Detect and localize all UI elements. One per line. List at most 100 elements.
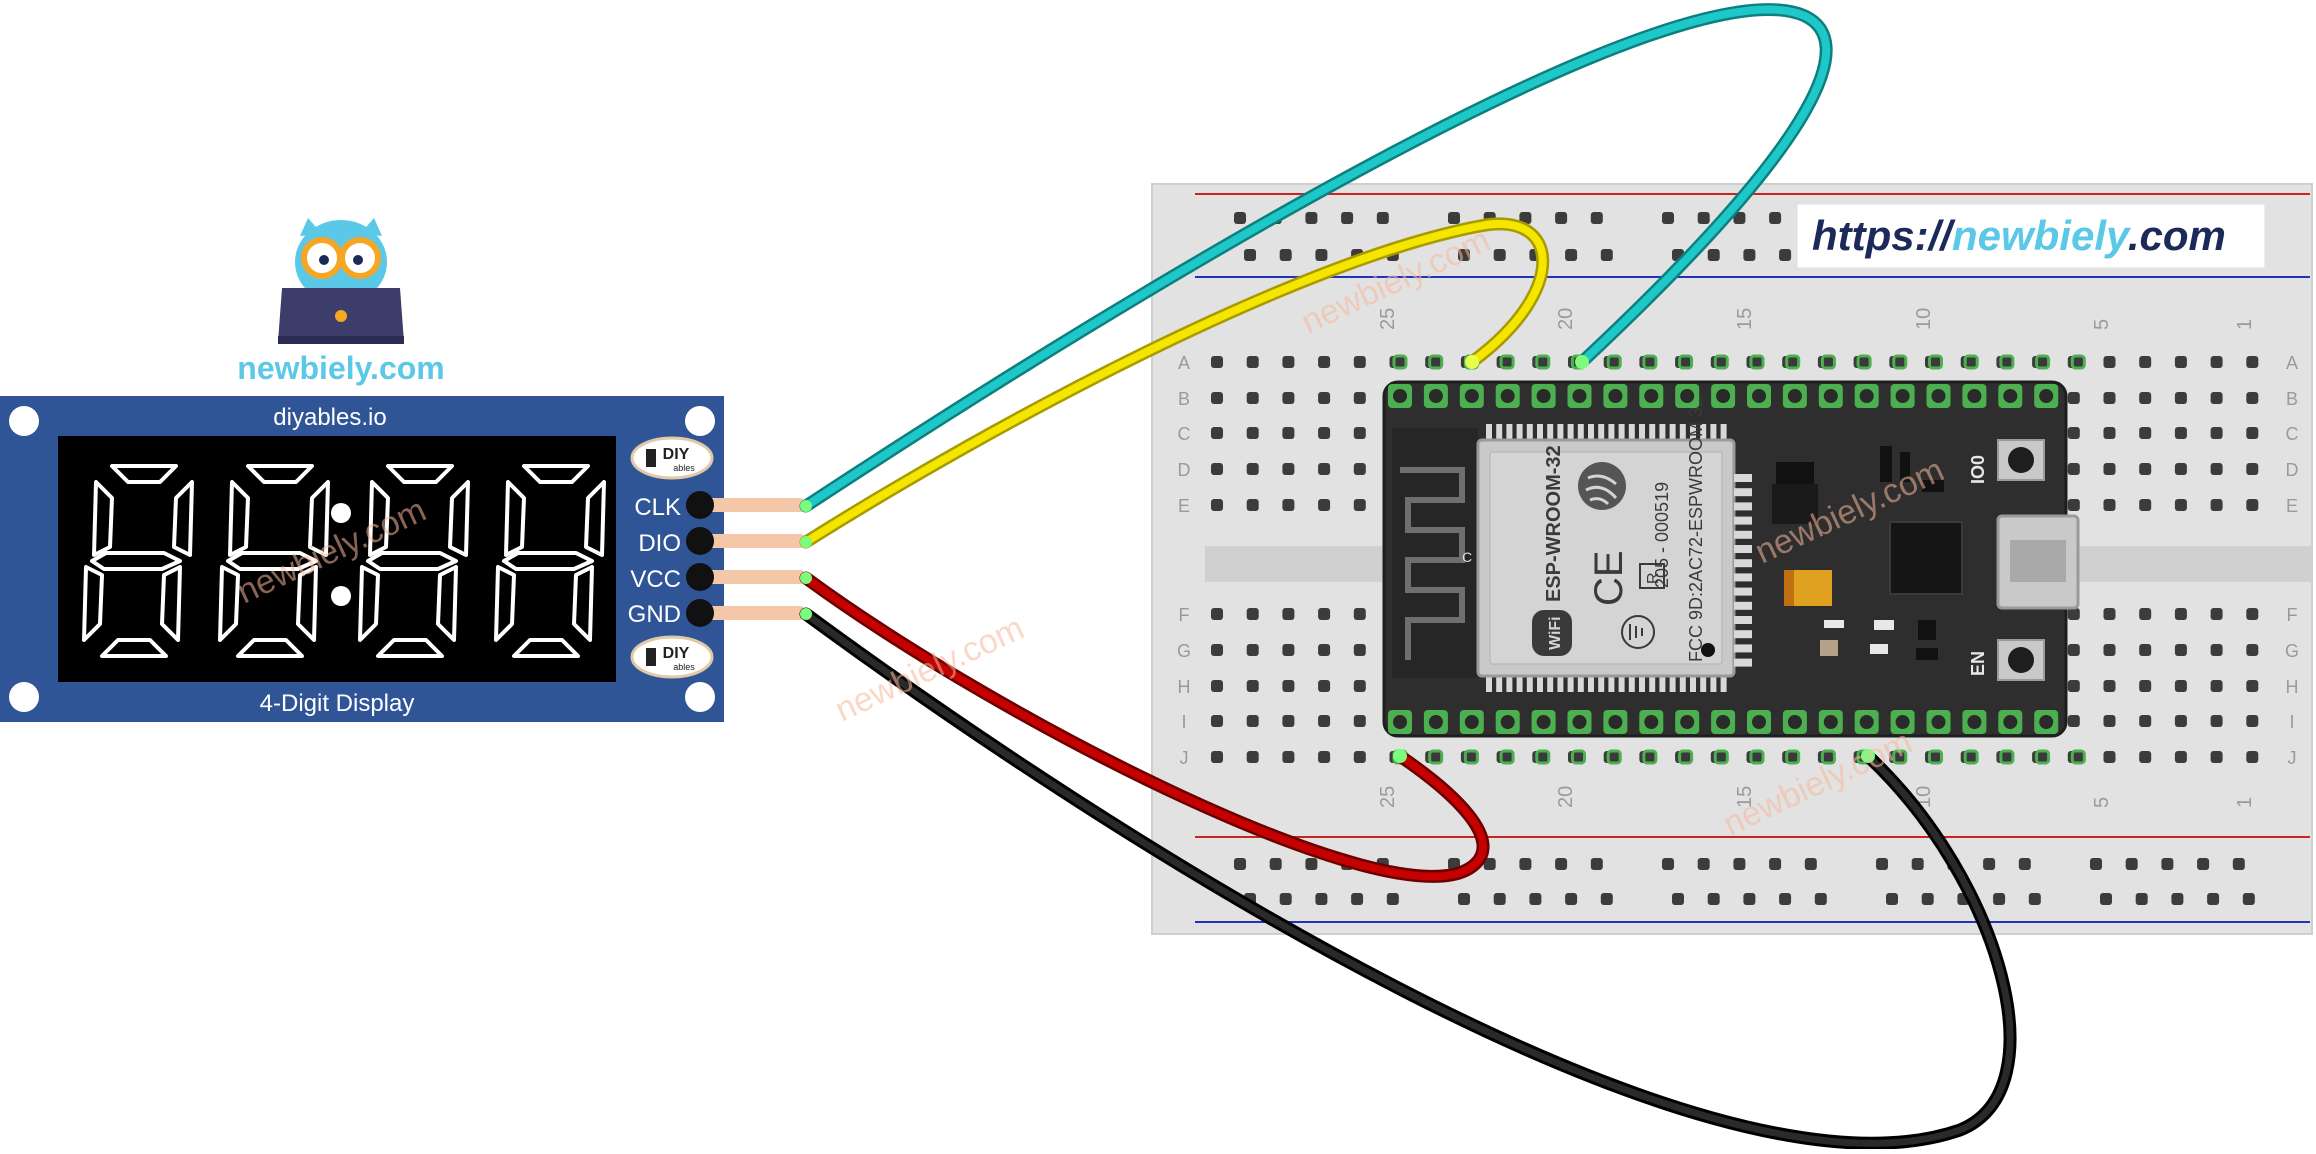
module-comb-pin [1557, 424, 1564, 440]
row-letter-right: J [2288, 748, 2297, 768]
column-number-top: 25 [1377, 308, 1399, 330]
esp32-pin-hole [1464, 389, 1479, 403]
breadboard-hole [2067, 463, 2080, 475]
rail-hole [1565, 893, 1578, 905]
module-comb-pin [1618, 676, 1625, 692]
segment-a [386, 464, 454, 484]
url-badge: https://newbiely.com [1796, 203, 2266, 269]
row-letter-left: G [1177, 641, 1191, 661]
module-comb-pin [1628, 424, 1635, 440]
svg-text:https://newbiely.com: https://newbiely.com [1812, 212, 2226, 259]
rail-hole [1279, 893, 1292, 905]
rail-hole [1600, 249, 1613, 261]
connected-hole [1999, 749, 2015, 765]
rail-hole [1279, 249, 1292, 261]
rail-hole [1315, 249, 1328, 261]
breadboard-hole [2139, 715, 2152, 727]
module-comb-pin [1659, 424, 1666, 440]
breadboard-hole [2210, 499, 2223, 511]
connected-hole [1535, 354, 1551, 370]
four-digit-display-module: diyables.io 4-Digit Display DIY ables DI… [0, 396, 806, 722]
module-side-pin [1734, 601, 1752, 610]
segment-g [226, 551, 318, 571]
module-side-pin [1734, 587, 1752, 596]
module-comb-pin [1496, 676, 1503, 692]
rail-hole [2018, 858, 2031, 870]
breadboard-hole [2067, 392, 2080, 404]
breadboard-hole [2067, 644, 2080, 656]
module-side-pin [1734, 644, 1752, 653]
segment-d [100, 638, 168, 658]
wire-dio [799, 217, 1550, 549]
mount-hole-top-left [9, 406, 39, 436]
module-comb-pin [1649, 676, 1656, 692]
row-letter-left: E [1178, 496, 1190, 516]
pin1-marker-dot [1701, 643, 1715, 657]
rail-hole [1244, 249, 1256, 261]
diyables-badge-top: DIY ables [630, 436, 714, 480]
breadboard-hole [2246, 715, 2259, 727]
usb-uart-chip [1889, 521, 1963, 595]
rail-hole [1983, 858, 1996, 870]
esp32-pin-hole [1823, 389, 1838, 403]
logo-text: newbiely.com [237, 350, 444, 386]
segment-c [160, 565, 182, 642]
esp32-pin-hole [2003, 389, 2018, 403]
pin-clk: CLK [634, 491, 806, 521]
rail-hole [2207, 893, 2220, 905]
rail-hole [1341, 212, 1354, 224]
module-comb-pin [1496, 424, 1503, 440]
module-side-pin [1734, 630, 1752, 639]
connected-hole [1499, 354, 1515, 370]
rail-hole [1555, 212, 1568, 224]
module-comb-pin [1537, 424, 1543, 440]
breadboard-hole [2139, 356, 2152, 368]
row-letter-right: G [2285, 641, 2299, 661]
breadboard-hole [2103, 392, 2116, 404]
wire-clk [799, 3, 1833, 513]
rail-hole [1921, 893, 1934, 905]
module-side-pin [1734, 516, 1752, 525]
breadboard-hole [2210, 644, 2223, 656]
breadboard-hole [2246, 644, 2259, 656]
module-comb-pin [1690, 676, 1696, 692]
board-c-label: C [1462, 549, 1472, 565]
breadboard-hole [1318, 356, 1331, 368]
segment-e [358, 565, 380, 642]
breadboard-hole [2246, 751, 2259, 763]
module-comb-pin [1618, 424, 1625, 440]
breadboard-hole [1246, 680, 1259, 692]
segment-g [90, 551, 182, 571]
rail-hole [1315, 893, 1328, 905]
module-comb-pin [1547, 676, 1554, 692]
breadboard-hole [1353, 715, 1366, 727]
module-comb-pin [1608, 424, 1615, 440]
breadboard-hole [2210, 356, 2223, 368]
breadboard-hole [2210, 608, 2223, 620]
io0-button-label: IO0 [1968, 455, 1988, 484]
breadboard-hole [1211, 680, 1223, 692]
module-comb-pin [1700, 424, 1707, 440]
module-comb-pin [1506, 676, 1513, 692]
breadboard-hole [2067, 680, 2080, 692]
breadboard-hole [1211, 427, 1223, 439]
rail-hole [1458, 249, 1470, 261]
en-button: EN [1968, 639, 2045, 681]
breadboard-hole [2174, 715, 2187, 727]
segment-f [504, 480, 526, 557]
rail-hole [2232, 858, 2245, 870]
esp32-pin-hole [1752, 389, 1766, 403]
module-comb-pin [1516, 676, 1523, 692]
breadboard-hole [1246, 751, 1259, 763]
rail-hole [1493, 893, 1506, 905]
breadboard-hole [2174, 499, 2187, 511]
rail-hole [1305, 858, 1318, 870]
breadboard-hole [1353, 680, 1366, 692]
esp32-pin-hole [1464, 715, 1479, 729]
breadboard-hole [1318, 463, 1331, 475]
connected-hole [2070, 354, 2086, 370]
breadboard-hole [2139, 427, 2152, 439]
connected-hole [1428, 354, 1444, 370]
rail-hole [1733, 212, 1746, 224]
